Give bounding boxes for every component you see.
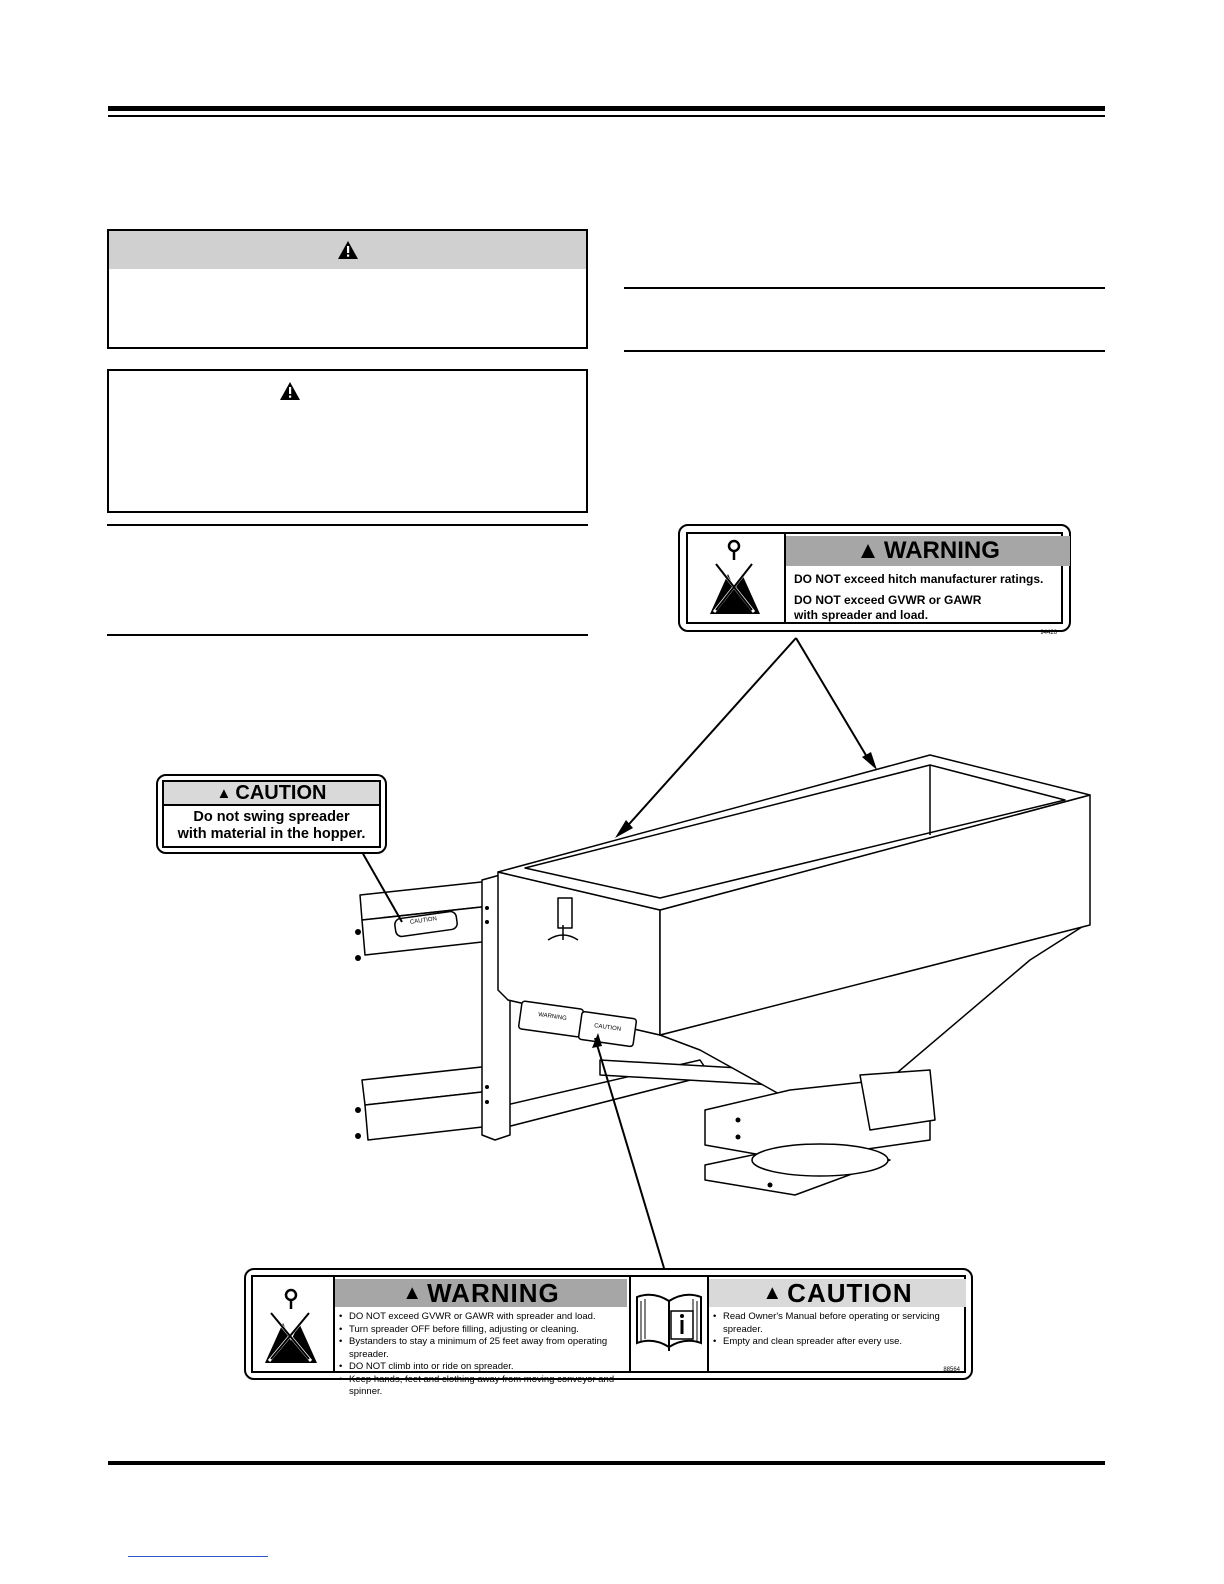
- decal-hitch-line-1: DO NOT exceed hitch manufacturer ratings…: [794, 572, 1044, 586]
- bottom-rule: [108, 1461, 1105, 1465]
- decal-main-caution-list: Read Owner's Manual before operating or …: [713, 1311, 965, 1349]
- note-rule-right-top: [624, 287, 1105, 289]
- note-rule-left-bottom: [107, 634, 588, 636]
- note-rule-right-bottom: [624, 350, 1105, 352]
- decal-main-caution-item: Empty and clean spreader after every use…: [713, 1336, 965, 1349]
- decal-hitch-code: 94426: [1040, 630, 1057, 636]
- safety-box-header: [109, 231, 586, 269]
- decal-hitch-header: ▲WARNING: [786, 536, 1070, 566]
- manual-book-icon: [636, 1277, 709, 1371]
- warning-triangle-icon: ▲: [402, 1281, 424, 1304]
- safety-box-danger: [107, 229, 588, 349]
- note-rule-left-top: [107, 524, 588, 526]
- footer-link-underline[interactable]: [128, 1556, 268, 1557]
- decal-main-caution-item: Read Owner's Manual before operating or …: [713, 1311, 965, 1336]
- decal-main-warning-item: Turn spreader OFF before filling, adjust…: [339, 1324, 631, 1337]
- hazard-triangle-icon: [280, 382, 300, 400]
- decal-hitch-warning: ▲WARNING DO NOT exceed hitch manufacture…: [678, 524, 1071, 636]
- decal-swing-text: Do not swing spreader with material in t…: [164, 809, 379, 843]
- decal-main-caution-header: ▲CAUTION: [709, 1278, 966, 1308]
- decal-main-warning-item: DO NOT climb into or ride on spreader.: [339, 1361, 631, 1374]
- decal-swing-caution: ▲CAUTION Do not swing spreader with mate…: [156, 774, 387, 854]
- decal-swing-line-2: with material in the hopper.: [177, 826, 366, 842]
- safety-box-warning: [107, 369, 588, 513]
- crush-hazard-icon: [265, 1277, 335, 1371]
- decal-main-warning-item: DO NOT exceed GVWR or GAWR with spreader…: [339, 1311, 631, 1324]
- decal-main-warning-list: DO NOT exceed GVWR or GAWR with spreader…: [339, 1311, 631, 1399]
- top-rule-thick: [108, 106, 1105, 111]
- decal-main: ▲WARNING DO NOT exceed GVWR or GAWR with…: [244, 1268, 973, 1397]
- decal-hitch-line-3: with spreader and load.: [794, 608, 929, 622]
- decal-swing-line-1: Do not swing spreader: [193, 809, 350, 825]
- decal-main-warning-header: ▲WARNING: [335, 1278, 627, 1308]
- decal-swing-header: ▲CAUTION: [164, 782, 379, 806]
- decal-hitch-text: DO NOT exceed hitch manufacturer ratings…: [794, 572, 1064, 623]
- hazard-triangle-icon: [337, 241, 358, 259]
- decal-hitch-line-2: DO NOT exceed GVWR or GAWR: [794, 593, 982, 607]
- warning-triangle-icon: ▲: [762, 1281, 784, 1304]
- decal-main-code: 88564: [943, 1367, 960, 1373]
- warning-triangle-icon: ▲: [216, 784, 232, 802]
- hitch-crush-icon: [710, 534, 786, 622]
- decal-main-divider: [629, 1277, 631, 1371]
- decal-main-warning-item: Bystanders to stay a minimum of 25 feet …: [339, 1336, 631, 1361]
- top-rule-thin: [108, 115, 1105, 117]
- decal-main-warning-item: Keep hands, feet and clothing away from …: [339, 1374, 631, 1399]
- warning-triangle-icon: ▲: [856, 537, 880, 564]
